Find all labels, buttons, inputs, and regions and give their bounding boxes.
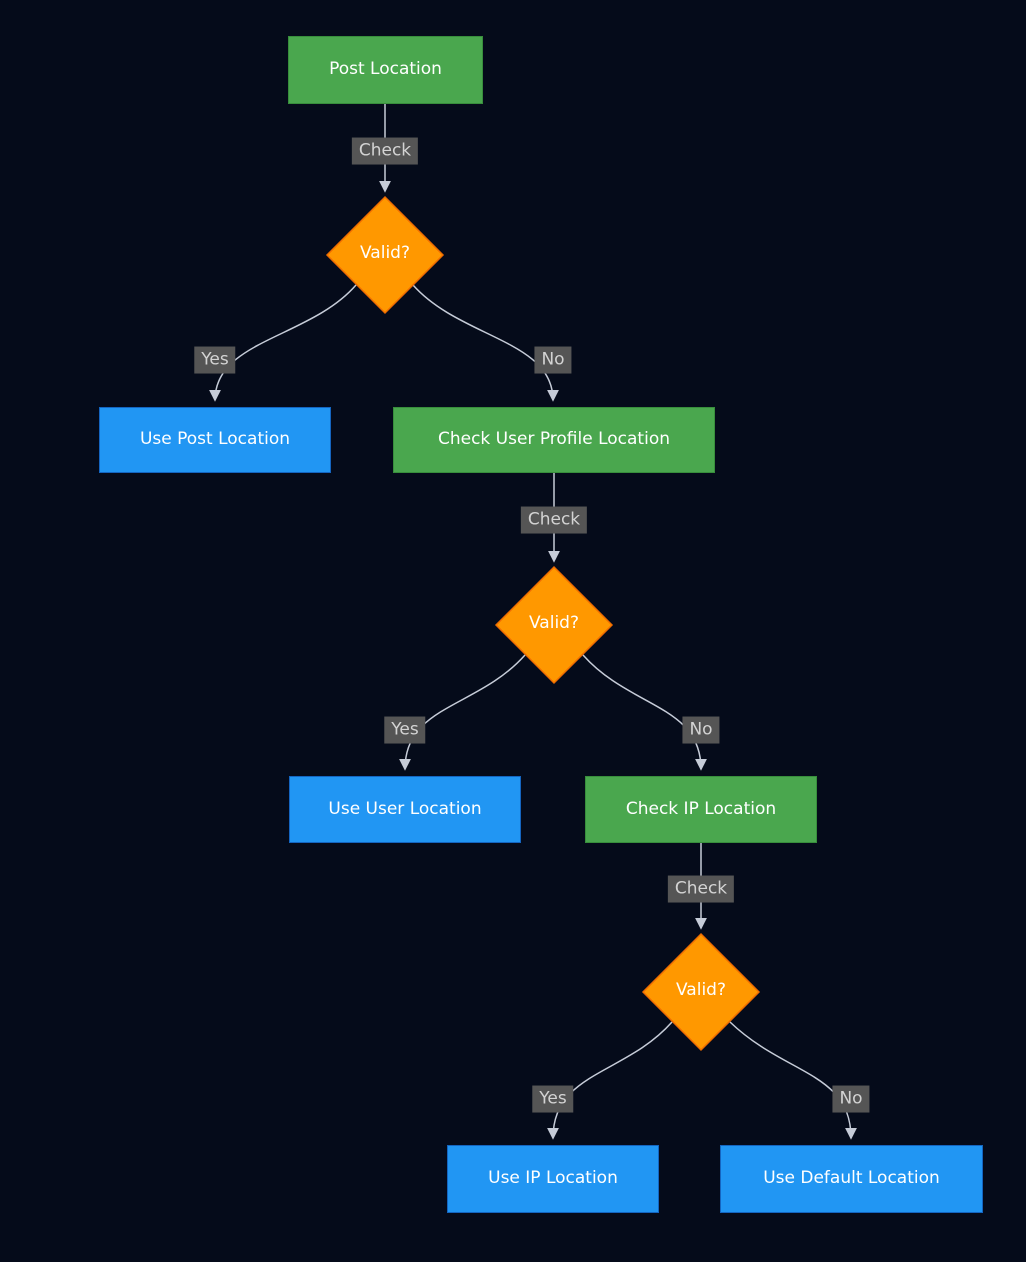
decision-diamond-1-label: Valid? bbox=[360, 243, 410, 263]
node-use-post-location-label: Use Post Location bbox=[139, 429, 291, 450]
edge-valid2-no-to-check-ip bbox=[582, 654, 707, 771]
edge-label-check-3: Check bbox=[667, 875, 735, 903]
decision-diamond-3 bbox=[641, 932, 761, 1052]
node-check-ip-location: Check IP Location bbox=[585, 776, 817, 843]
decision-diamond-3-label: Valid? bbox=[676, 980, 726, 1000]
edge-valid2-yes-to-use-user bbox=[399, 654, 526, 771]
decision-diamond-1 bbox=[325, 195, 445, 315]
edge-valid3-no-to-use-default bbox=[729, 1021, 857, 1140]
node-check-user-profile-location: Check User Profile Location bbox=[393, 407, 715, 473]
edge-label-no-3: No bbox=[832, 1085, 870, 1113]
node-use-user-location-label: Use User Location bbox=[328, 798, 482, 819]
node-use-ip-location: Use IP Location bbox=[447, 1145, 659, 1213]
edge-label-yes-3: Yes bbox=[532, 1085, 574, 1113]
node-use-ip-location-label: Use IP Location bbox=[488, 1168, 618, 1189]
node-post-location-label: Post Location bbox=[329, 59, 442, 80]
decision-diamond-2 bbox=[494, 565, 614, 685]
edge-label-no-1: No bbox=[534, 346, 572, 374]
edge-label-yes-2: Yes bbox=[384, 716, 426, 744]
node-use-post-location: Use Post Location bbox=[99, 407, 331, 473]
edge-label-check-1: Check bbox=[351, 137, 419, 165]
edge-label-check-2: Check bbox=[520, 506, 588, 534]
node-use-default-location-label: Use Default Location bbox=[763, 1168, 940, 1189]
node-use-default-location: Use Default Location bbox=[720, 1145, 983, 1213]
node-post-location: Post Location bbox=[288, 36, 483, 104]
edge-valid1-yes-to-use-post bbox=[209, 284, 357, 402]
edge-valid1-no-to-check-user bbox=[412, 284, 559, 402]
decision-diamond-2-label: Valid? bbox=[529, 613, 579, 633]
node-use-user-location: Use User Location bbox=[289, 776, 521, 843]
edge-label-yes-1: Yes bbox=[194, 346, 236, 374]
edge-label-no-2: No bbox=[682, 716, 720, 744]
edge-valid3-yes-to-use-ip bbox=[547, 1021, 673, 1140]
node-check-user-profile-location-label: Check User Profile Location bbox=[437, 429, 670, 450]
node-check-ip-location-label: Check IP Location bbox=[625, 798, 777, 819]
